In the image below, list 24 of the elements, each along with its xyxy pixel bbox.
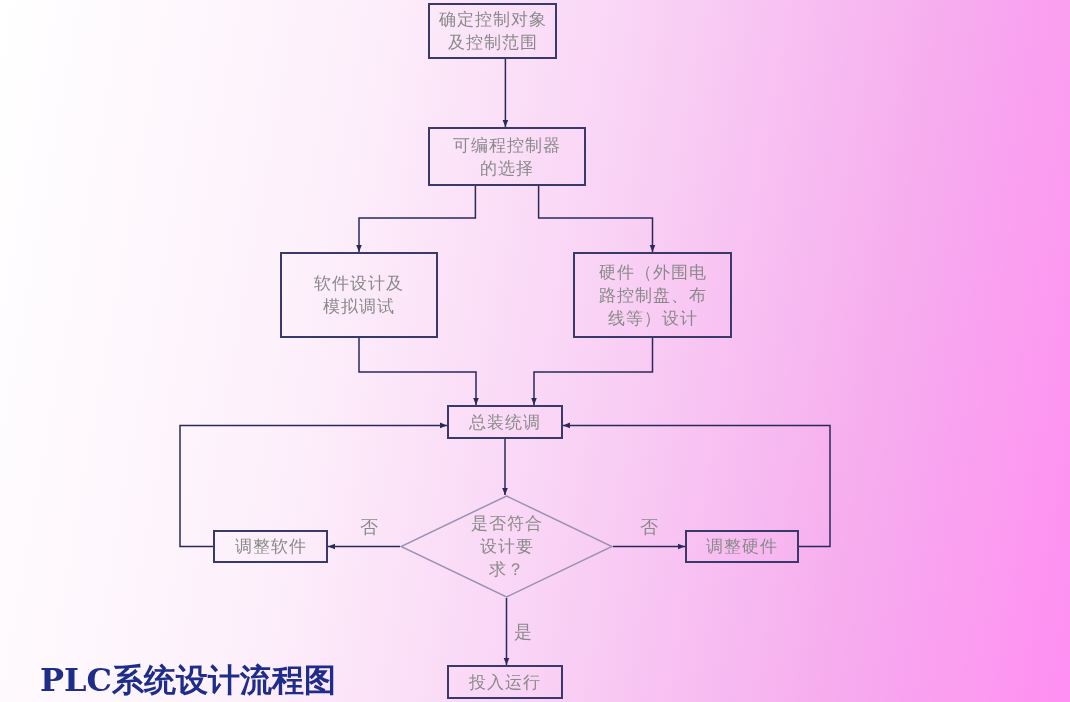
decision-diamond: 是否符合设计要求？: [400, 495, 613, 598]
arrow: [612, 543, 686, 550]
arrow: [179, 422, 448, 548]
process-box: 硬件（外围电路控制盘、布线等）设计: [573, 252, 732, 338]
arrow: [502, 438, 508, 496]
process-box: 确定控制对象及控制范围: [428, 3, 557, 59]
edge-label: 是: [514, 622, 532, 642]
process-box: 软件设计及模拟调试: [280, 252, 438, 338]
arrow: [562, 422, 831, 548]
arrow: [327, 543, 401, 550]
page-title: PLC系统设计流程图: [40, 660, 337, 700]
arrow: [502, 58, 509, 128]
arrow: [537, 185, 656, 253]
edge-label: 否: [360, 517, 378, 537]
edge-label: 否: [640, 517, 658, 537]
arrow: [356, 185, 477, 253]
process-box: 投入运行: [447, 665, 563, 699]
process-box: 调整硬件: [685, 530, 799, 563]
arrow: [531, 337, 654, 406]
arrow: [358, 337, 479, 406]
process-box: 调整软件: [213, 530, 328, 563]
arrow: [503, 597, 510, 666]
process-box: 可编程控制器的选择: [428, 127, 586, 186]
process-box: 总装统调: [447, 405, 563, 439]
